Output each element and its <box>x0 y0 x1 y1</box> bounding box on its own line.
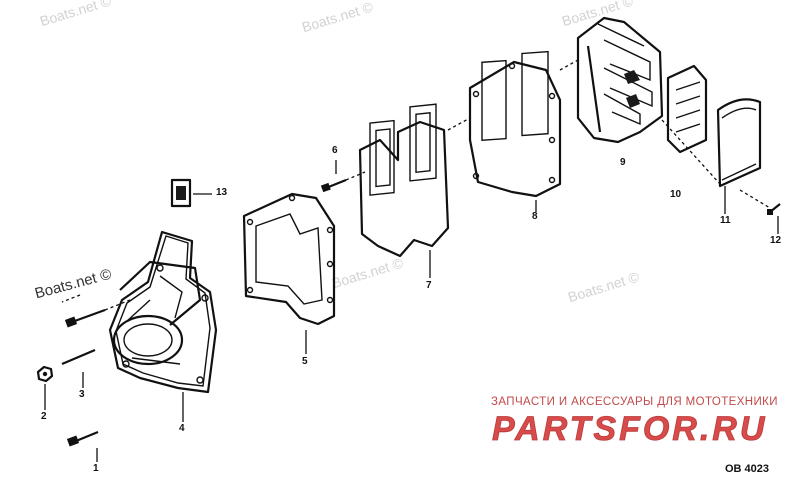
part-2-nut <box>36 365 54 383</box>
callout-9: 9 <box>620 157 626 168</box>
callout-2: 2 <box>41 411 47 422</box>
callout-1: 1 <box>93 463 99 474</box>
part-12-screw <box>767 203 781 215</box>
callout-4: 4 <box>179 423 185 434</box>
callout-12: 12 <box>770 235 782 246</box>
part-4-adapter-housing <box>108 230 218 394</box>
callout-11: 11 <box>720 215 731 226</box>
part-13-decal <box>170 178 192 208</box>
brand-logo-text: PARTSFOR.RU <box>492 410 767 448</box>
callout-6: 6 <box>332 145 338 156</box>
callout-10: 10 <box>670 189 682 200</box>
part-3-bolt <box>61 308 106 366</box>
part-8-gasket <box>468 50 562 198</box>
callout-8: 8 <box>532 211 538 222</box>
callout-7: 7 <box>426 280 432 291</box>
brand-caption: ЗАПЧАСТИ И АКСЕССУАРЫ ДЛЯ МОТОТЕХНИКИ <box>491 396 778 408</box>
part-1-bolt <box>66 430 99 447</box>
leader-lines <box>44 59 779 462</box>
part-11-reed-stop <box>716 98 762 188</box>
drawing-code: OB 4023 <box>725 463 770 475</box>
callout-3: 3 <box>79 389 85 400</box>
part-10-reed-petals <box>666 64 708 154</box>
part-7-reed-plate <box>358 103 450 258</box>
part-6-screw <box>320 178 347 193</box>
callout-13: 13 <box>216 187 228 198</box>
brand-logo: PARTSFOR.RU <box>492 410 767 449</box>
part-9-reed-block <box>576 16 664 144</box>
callout-5: 5 <box>302 356 308 367</box>
part-5-gasket <box>242 192 336 326</box>
